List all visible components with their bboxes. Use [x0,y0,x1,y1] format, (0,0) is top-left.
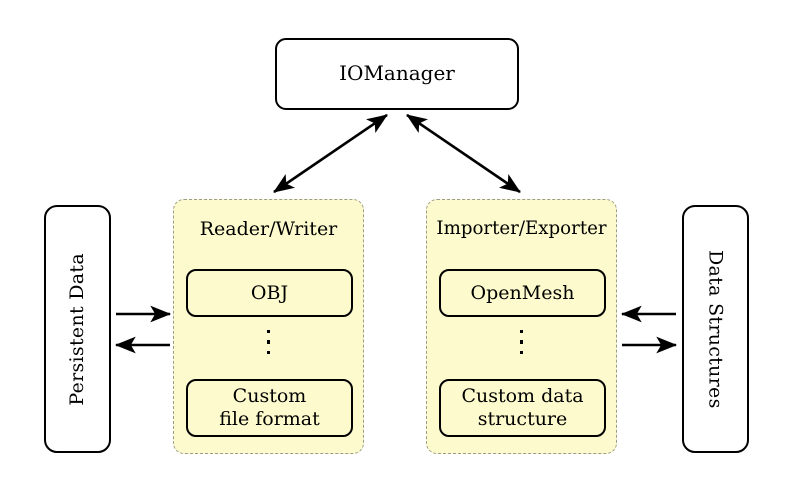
node-persistent-data-label: Persistent Data [66,252,89,406]
group-importer-exporter-title: Importer/Exporter [436,218,607,239]
node-custom-data-structure-label: Custom data structure [461,385,583,431]
node-openmesh-label: OpenMesh [470,281,575,304]
node-custom-file-format-line2: file format [219,408,320,430]
arrow-iomanager-importerexporter [406,113,521,194]
node-custom-data-structure-line1: Custom data [461,385,584,408]
node-obj-label: OBJ [250,281,289,304]
group-reader-writer-title: Reader/Writer [199,218,338,240]
node-custom-file-format-line1: Custom [232,385,307,408]
node-custom-data-structure[interactable]: Custom data structure [439,379,606,437]
node-obj[interactable]: OBJ [186,269,353,317]
node-iomanager-label: IOManager [339,61,455,86]
node-data-structures-label: Data Structures [704,249,727,409]
node-persistent-data[interactable]: Persistent Data [44,205,111,453]
arrow-iomanager-readerwriter [273,113,388,194]
group-importer-exporter[interactable]: Importer/Exporter OpenMesh Custom data s… [426,199,617,454]
node-data-structures[interactable]: Data Structures [682,205,749,453]
node-iomanager[interactable]: IOManager [275,38,519,110]
node-custom-file-format[interactable]: Custom file format [186,379,353,437]
reader-writer-ellipsis-icon [174,330,363,355]
node-custom-file-format-label: Custom file format [219,385,320,431]
node-openmesh[interactable]: OpenMesh [439,269,606,317]
node-custom-data-structure-line2: structure [477,408,568,430]
group-reader-writer[interactable]: Reader/Writer OBJ Custom file format [173,199,364,454]
importer-exporter-ellipsis-icon [427,330,616,355]
